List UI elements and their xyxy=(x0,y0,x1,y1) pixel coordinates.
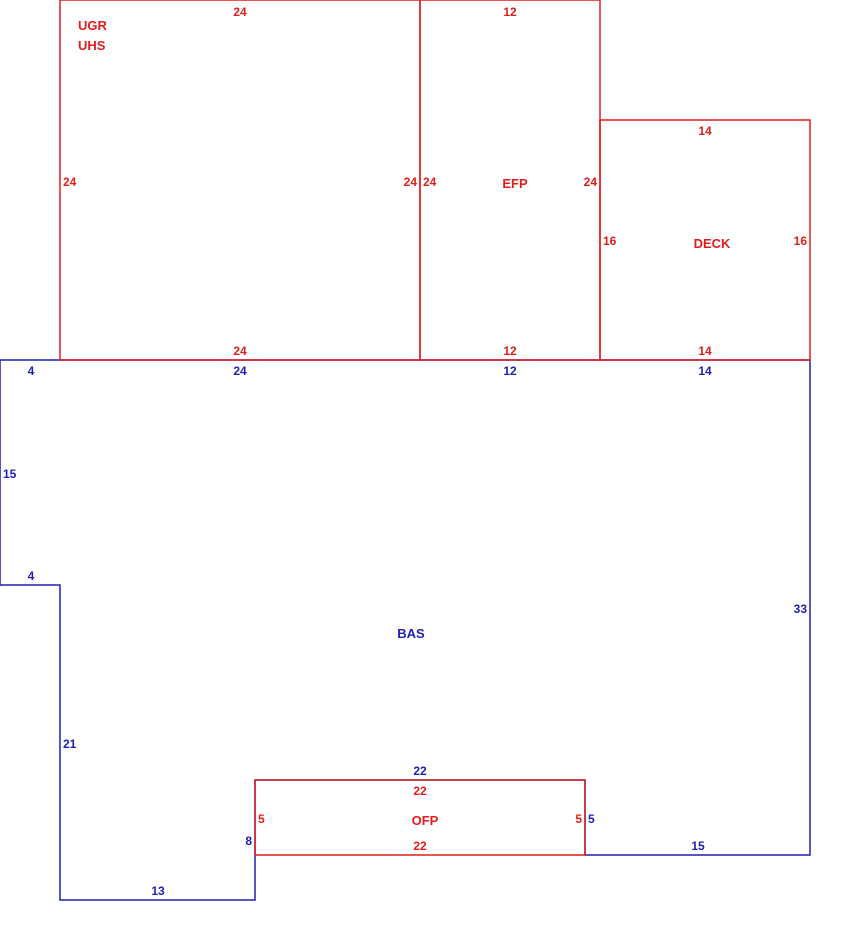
bas-top-seg1-dim: 24 xyxy=(233,364,247,378)
ofp-top-dim: 22 xyxy=(413,784,427,798)
ugr-label: UGR xyxy=(78,18,108,33)
efp-right-dim: 24 xyxy=(584,175,598,189)
bas-bottom-left-dim: 13 xyxy=(151,884,165,898)
bas-bottom-right-dim: 15 xyxy=(691,839,705,853)
ofp-right-dim: 5 xyxy=(575,812,582,826)
bas-label: BAS xyxy=(397,626,425,641)
ugr-top-dim: 24 xyxy=(233,5,247,19)
efp-left-dim: 24 xyxy=(423,175,437,189)
ofp-outline xyxy=(254,779,586,856)
efp-top-dim: 12 xyxy=(503,5,517,19)
ugr-left-dim: 24 xyxy=(63,175,77,189)
bas-left-upper-dim: 15 xyxy=(3,467,17,481)
deck-right-dim: 16 xyxy=(794,234,808,248)
bas-left-step-dim: 4 xyxy=(28,569,35,583)
efp-label: EFP xyxy=(502,176,528,191)
bas-notch-right-dim: 5 xyxy=(588,812,595,826)
uhs-label: UHS xyxy=(78,38,106,53)
ugr-outline xyxy=(59,0,421,361)
deck-label: DECK xyxy=(694,236,731,251)
efp-bottom-dim: 12 xyxy=(503,344,517,358)
bas-notch-left-dim: 8 xyxy=(245,834,252,848)
ofp-bottom-dim: 22 xyxy=(413,839,427,853)
ofp-label: OFP xyxy=(412,813,439,828)
bas-right-dim: 33 xyxy=(794,602,808,616)
bas-top-seg3-dim: 14 xyxy=(698,364,712,378)
bas-top-left-step-dim: 4 xyxy=(28,364,35,378)
deck-bottom-dim: 14 xyxy=(698,344,712,358)
bas-top-seg2-dim: 12 xyxy=(503,364,517,378)
ofp-left-dim: 5 xyxy=(258,812,265,826)
ugr-bottom-dim: 24 xyxy=(233,344,247,358)
bas-notch-top-dim: 22 xyxy=(413,764,427,778)
deck-outline xyxy=(599,119,811,361)
bas-left-lower-dim: 21 xyxy=(63,737,77,751)
ugr-right-dim: 24 xyxy=(404,175,418,189)
deck-top-dim: 14 xyxy=(698,124,712,138)
deck-left-dim: 16 xyxy=(603,234,617,248)
